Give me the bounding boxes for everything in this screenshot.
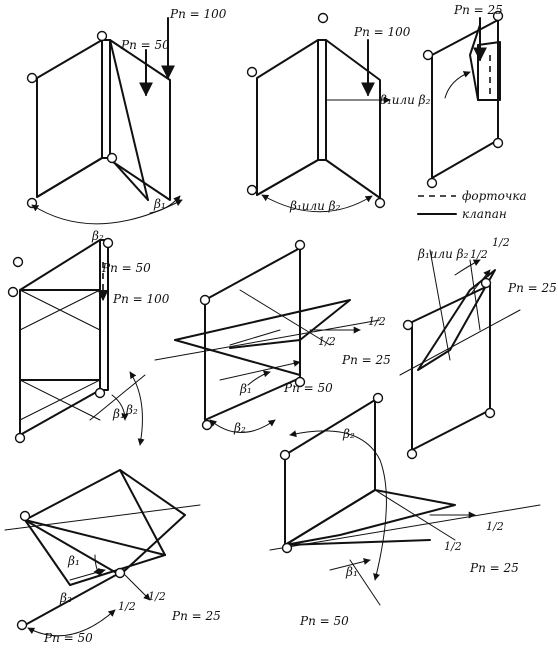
load-label-p25: Pп = 25 bbox=[341, 353, 391, 367]
angle-label-b1: β₁ bbox=[67, 554, 80, 568]
dimension-half-label: 1/2 bbox=[148, 590, 166, 603]
diagram-side-hung-middle bbox=[246, 12, 391, 213]
diagram-side-hung-left bbox=[26, 17, 183, 225]
angle-label-b2: β₂ bbox=[342, 427, 355, 441]
hinge-icon bbox=[372, 392, 384, 404]
diagram-tilt-center bbox=[154, 239, 381, 433]
hinge-icon bbox=[102, 237, 114, 249]
dimension-half-label: 1/2 bbox=[444, 540, 462, 553]
load-label-p50: Pп = 50 bbox=[101, 261, 151, 275]
load-label-p50: Pп = 50 bbox=[120, 38, 170, 52]
angle-label-b1: β₁ bbox=[153, 197, 166, 211]
hinge-icon bbox=[199, 294, 211, 306]
diagram-tilt-right bbox=[399, 249, 521, 460]
dimension-half-label: 1/2 bbox=[470, 248, 488, 261]
load-label-p100: Pп = 100 bbox=[169, 7, 227, 21]
angle-label-b2: β₂ bbox=[233, 421, 246, 435]
load-label-p25: Pп = 25 bbox=[453, 3, 503, 17]
hinge-icon bbox=[19, 510, 31, 522]
angle-label-b2: β₂ bbox=[59, 591, 72, 605]
hinge-icon bbox=[26, 72, 38, 84]
hinge-icon bbox=[402, 319, 414, 331]
load-label-p50: Pп = 50 bbox=[299, 614, 349, 628]
hinge-icon bbox=[294, 239, 306, 251]
angle-label-b1-or-b2: β₁или β₂ bbox=[379, 93, 431, 107]
hinge-icon bbox=[14, 432, 26, 444]
hinge-icon bbox=[7, 286, 19, 298]
dimension-half-label: 1/2 bbox=[486, 520, 504, 533]
hinge-icon bbox=[317, 12, 329, 24]
hinge-icon bbox=[422, 49, 434, 61]
hinge-icon bbox=[492, 10, 504, 22]
angle-label-b2: β₂ bbox=[125, 403, 138, 417]
angle-label-b1: β₁ bbox=[239, 382, 252, 396]
hinge-icon bbox=[484, 407, 496, 419]
dimension-half-label: 1/2 bbox=[368, 315, 386, 328]
load-label-p25: Pп = 25 bbox=[507, 281, 557, 295]
hinge-icon bbox=[246, 184, 258, 196]
load-label-p50: Pп = 50 bbox=[43, 631, 93, 645]
load-label-p100: Pп = 100 bbox=[112, 292, 170, 306]
diagram-bottom-hung-right bbox=[269, 392, 541, 606]
angle-label-b1-or-b2: β₁или β₂ bbox=[289, 199, 341, 213]
hinge-icon bbox=[374, 197, 386, 209]
legend-label-klapan: клапан bbox=[462, 207, 507, 221]
angle-label-b1: β₁ bbox=[345, 565, 358, 579]
hinge-icon bbox=[16, 619, 28, 631]
load-label-p100: Pп = 100 bbox=[353, 25, 411, 39]
hinge-icon bbox=[281, 542, 293, 554]
hinge-icon bbox=[246, 66, 258, 78]
diagram-combined-left bbox=[7, 237, 146, 446]
hinge-icon bbox=[201, 419, 213, 431]
hinge-icon bbox=[492, 137, 504, 149]
hinge-icon bbox=[426, 177, 438, 189]
hinge-icon bbox=[279, 449, 291, 461]
hinge-icon bbox=[480, 277, 492, 289]
load-label-p25: Pп = 25 bbox=[469, 561, 519, 575]
hinge-icon bbox=[12, 256, 24, 268]
dimension-half-label: 1/2 bbox=[492, 236, 510, 249]
load-label-p50: Pп = 50 bbox=[283, 381, 333, 395]
load-label-p25: Pп = 25 bbox=[171, 609, 221, 623]
dimension-half-label: 1/2 bbox=[318, 335, 336, 348]
hinge-icon bbox=[96, 30, 108, 42]
hinge-icon bbox=[26, 197, 38, 209]
hinge-icon bbox=[94, 387, 106, 399]
hinge-icon bbox=[406, 448, 418, 460]
hinge-icon bbox=[106, 152, 118, 164]
angle-label-b1-or-b2: β₁или β₂ bbox=[417, 247, 469, 261]
angle-label-b1: β₁ bbox=[112, 407, 125, 421]
diagram-vent-top-right bbox=[417, 10, 504, 215]
dimension-half-label: 1/2 bbox=[118, 600, 136, 613]
hinge-icon bbox=[294, 376, 306, 388]
legend-label-fortochka: форточка bbox=[462, 189, 527, 203]
diagram-bottom-hung-left bbox=[4, 469, 201, 637]
hinge-icon bbox=[114, 567, 126, 579]
